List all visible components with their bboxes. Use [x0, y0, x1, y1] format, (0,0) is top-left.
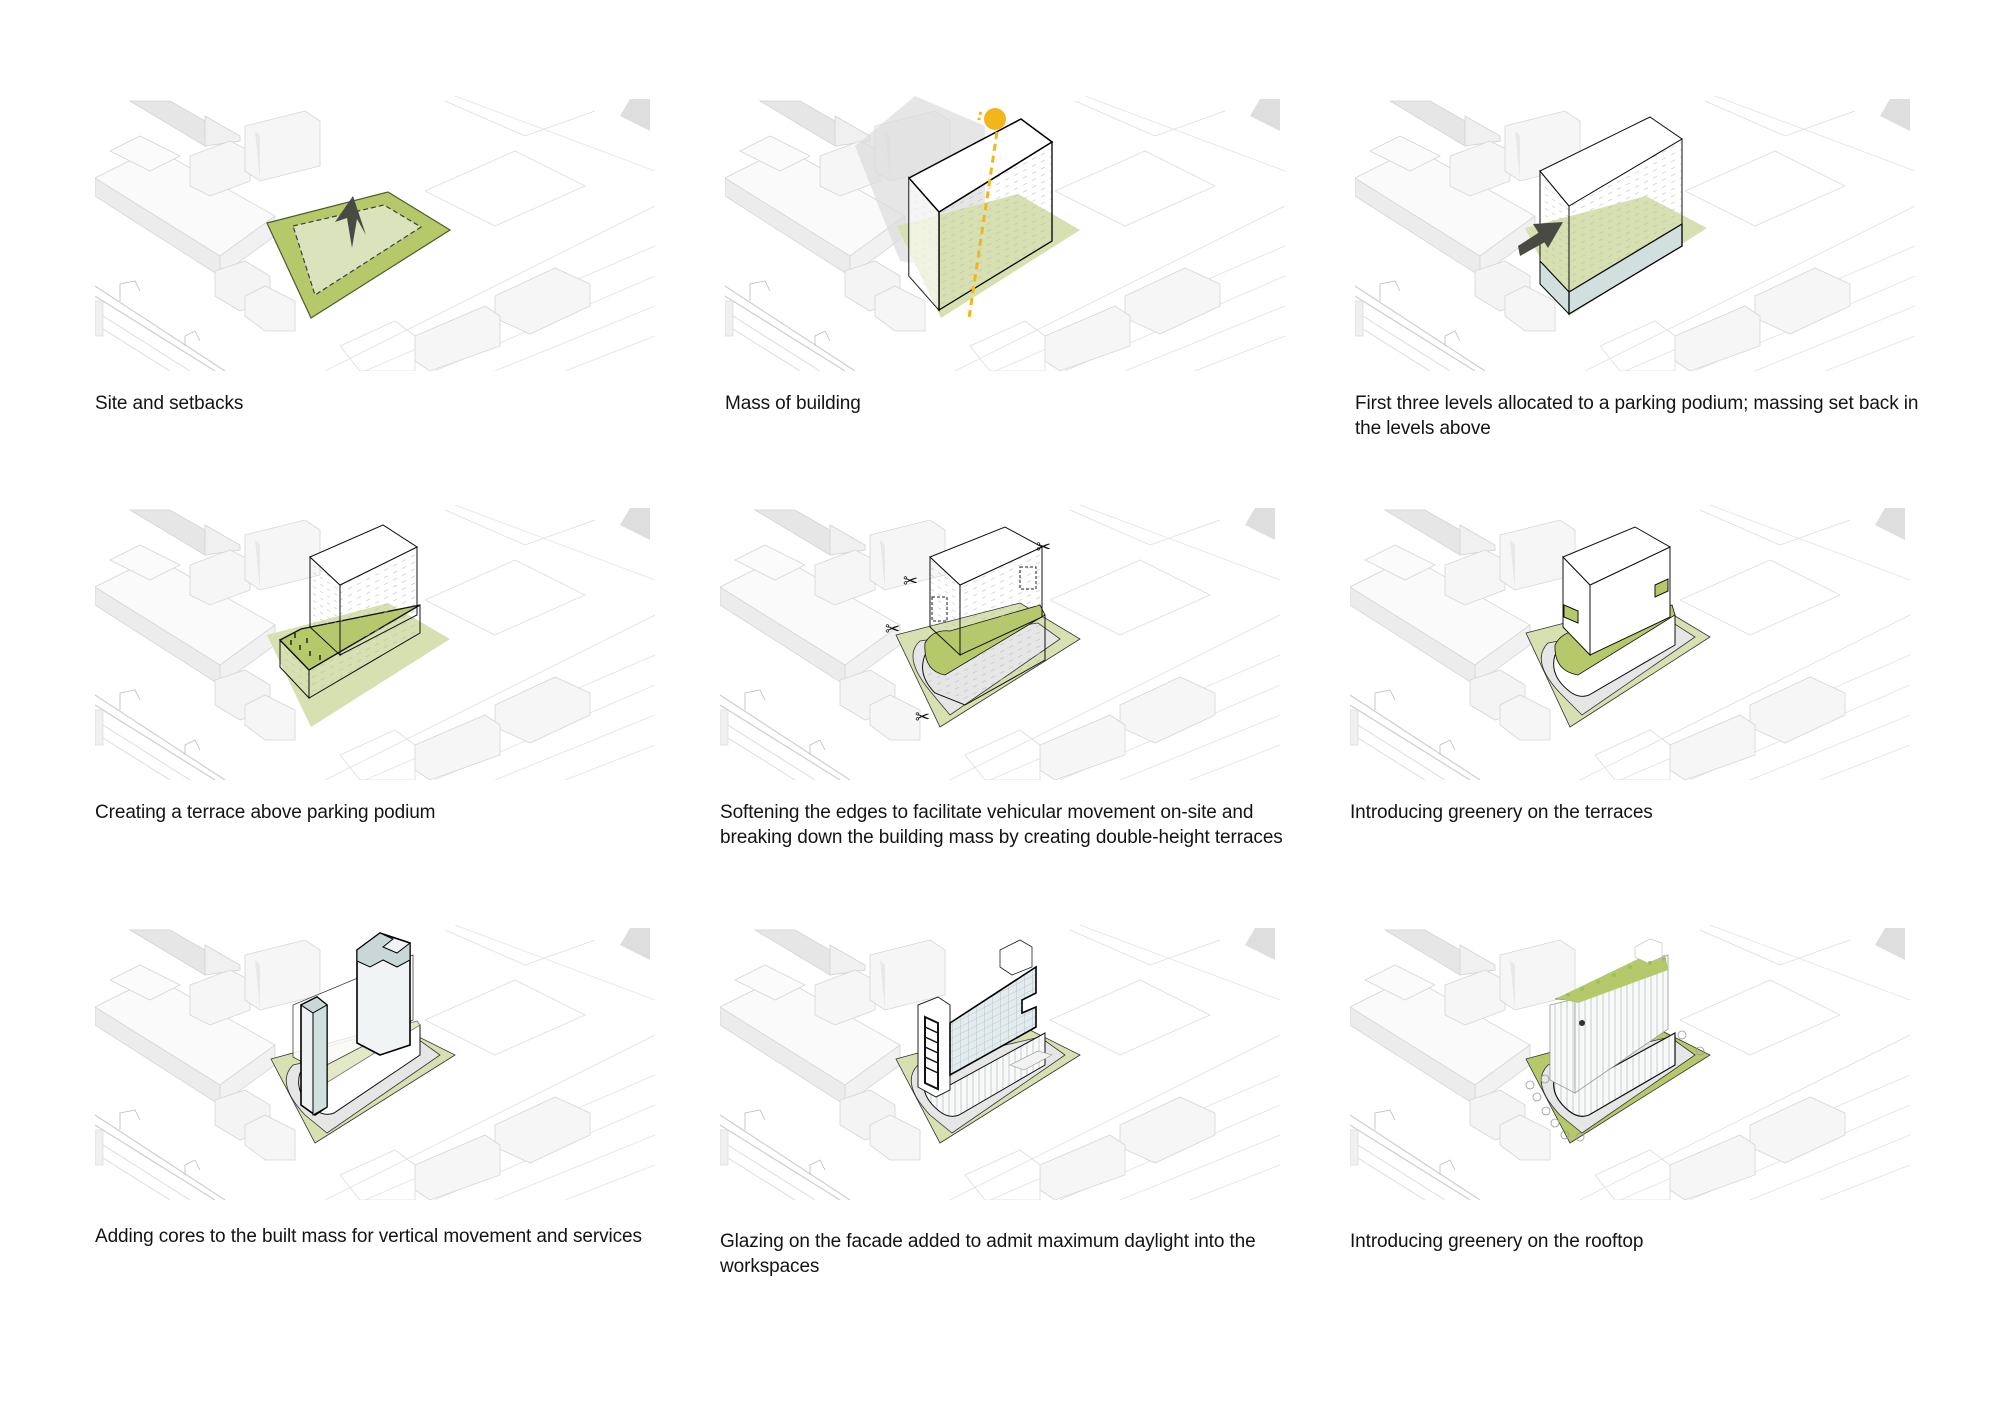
step-caption: Softening the edges to facilitate vehicu…	[720, 802, 1283, 848]
setback-line	[292, 204, 423, 296]
north-arrow-icon	[335, 196, 366, 248]
parking-podium-diagram	[1355, 96, 1915, 371]
glazing-diagram	[720, 925, 1280, 1200]
canopy	[1009, 1050, 1053, 1071]
podium-front	[922, 614, 1046, 706]
terrace-diagram	[95, 505, 655, 780]
tower-side	[1549, 998, 1576, 1094]
terrace-greenery-diagram	[1350, 505, 1910, 780]
rooftop-greenery-icon	[1566, 957, 1666, 997]
entry-arrow-icon	[1518, 222, 1563, 256]
terrace-icon	[290, 633, 321, 660]
core-icon	[300, 932, 411, 1116]
greenery-icon	[1563, 578, 1669, 624]
svg-text:✂: ✂	[915, 707, 930, 728]
step-caption: Introducing greenery on the rooftop	[1350, 1231, 1644, 1252]
svg-text:✂: ✂	[1036, 537, 1051, 558]
site-setbacks-diagram	[95, 96, 655, 371]
svg-text:✂: ✂	[903, 571, 918, 592]
mass-diagram	[725, 96, 1285, 371]
sun-path-icon	[967, 108, 1006, 319]
mass-roof	[1562, 526, 1672, 586]
softening-edges-diagram: ✂ ✂ ✂ ✂	[720, 505, 1280, 780]
mass-roof	[929, 526, 1044, 586]
core-right	[999, 939, 1033, 976]
roof-structures	[1634, 938, 1663, 964]
step-caption: Introducing greenery on the terraces	[1350, 802, 1653, 823]
green-roof-main	[1557, 959, 1668, 1003]
scissors-icon: ✂ ✂ ✂ ✂	[885, 537, 1051, 728]
mass-roof	[309, 524, 419, 586]
cores-diagram	[95, 925, 655, 1200]
tree-icon	[1525, 1030, 1705, 1142]
step-caption: Creating a terrace above parking podium	[95, 802, 436, 823]
rooftop-greenery-diagram	[1350, 925, 1910, 1200]
mass-roof	[907, 118, 1054, 213]
logo-mark	[1579, 1020, 1585, 1026]
step-caption: Glazing on the facade added to admit max…	[720, 1231, 1256, 1277]
svg-text:✂: ✂	[885, 619, 900, 640]
step-caption: First three levels allocated to a parkin…	[1355, 393, 1919, 439]
podium-fins	[1553, 1031, 1676, 1117]
step-caption: Mass of building	[725, 393, 861, 414]
step-caption: Adding cores to the built mass for verti…	[95, 1226, 642, 1247]
mass-roof	[1539, 116, 1683, 207]
glazed-facade	[949, 965, 1037, 1077]
mass-side-fill	[909, 178, 939, 310]
podium	[1553, 614, 1676, 697]
step-caption: Site and setbacks	[95, 393, 244, 414]
